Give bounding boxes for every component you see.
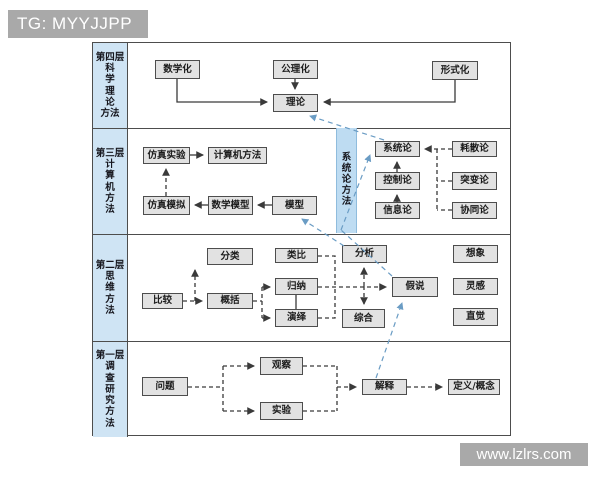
- node-classification: 分类: [207, 248, 253, 265]
- watermark-bottom: www.lzlrs.com: [460, 443, 588, 466]
- node-imagination: 想象: [453, 245, 498, 263]
- node-math-model: 数学模型: [208, 196, 253, 215]
- node-intuition: 直觉: [453, 308, 498, 326]
- node-simulation-experiment: 仿真实验: [143, 147, 190, 164]
- node-formalization: 形式化: [432, 61, 478, 80]
- node-dissipation-theory: 耗散论: [452, 141, 497, 157]
- node-inspiration: 灵感: [453, 278, 498, 295]
- node-deduction: 演绎: [275, 309, 318, 327]
- node-system-theory: 系统论: [375, 141, 420, 157]
- node-synergetics: 协同论: [452, 202, 497, 219]
- node-experiment: 实验: [260, 402, 303, 420]
- node-definition-concept: 定义/概念: [448, 379, 500, 395]
- node-comparison: 比较: [142, 293, 183, 309]
- node-axiomatization: 公理化: [273, 60, 318, 79]
- node-catastrophe-theory: 突变论: [452, 172, 497, 190]
- layer-row-1: 第一层 调 查 研 究 方 法: [93, 341, 510, 437]
- node-question: 问题: [142, 377, 188, 396]
- layer-row-3: 第三层 计 算 机 方 法: [93, 128, 510, 234]
- node-explanation: 解释: [362, 379, 407, 395]
- layer-label-2: 第二层 思 维 方 法: [93, 235, 128, 341]
- node-analysis: 分析: [342, 245, 387, 263]
- node-cybernetics: 控制论: [375, 172, 420, 190]
- layer-row-2: 第二层 思 维 方 法: [93, 234, 510, 341]
- layer-label-3: 第三层 计 算 机 方 法: [93, 129, 128, 234]
- node-synthesis: 综合: [342, 309, 385, 328]
- node-information-theory: 信息论: [375, 202, 420, 219]
- watermark-top: TG: MYYJJPP: [8, 10, 148, 38]
- node-analogy: 类比: [275, 248, 318, 263]
- layer-label-1: 第一层 调 查 研 究 方 法: [93, 342, 128, 437]
- node-induction: 归纳: [275, 278, 318, 295]
- node-observation: 观察: [260, 357, 303, 375]
- node-mathematization: 数学化: [155, 60, 200, 79]
- layer-label-4: 第四层 科 学 理 论 方法: [93, 43, 128, 128]
- node-generalization: 概括: [207, 293, 253, 309]
- node-computer-method: 计算机方法: [208, 147, 267, 164]
- node-model: 模型: [272, 196, 317, 215]
- node-theory: 理论: [273, 94, 318, 112]
- node-hypothesis: 假说: [392, 277, 438, 297]
- node-simulation: 仿真模拟: [143, 196, 190, 215]
- layer-row-4: 第四层 科 学 理 论 方法: [93, 43, 510, 128]
- systems-theory-method-band: 系 统 论 方 法: [336, 128, 357, 233]
